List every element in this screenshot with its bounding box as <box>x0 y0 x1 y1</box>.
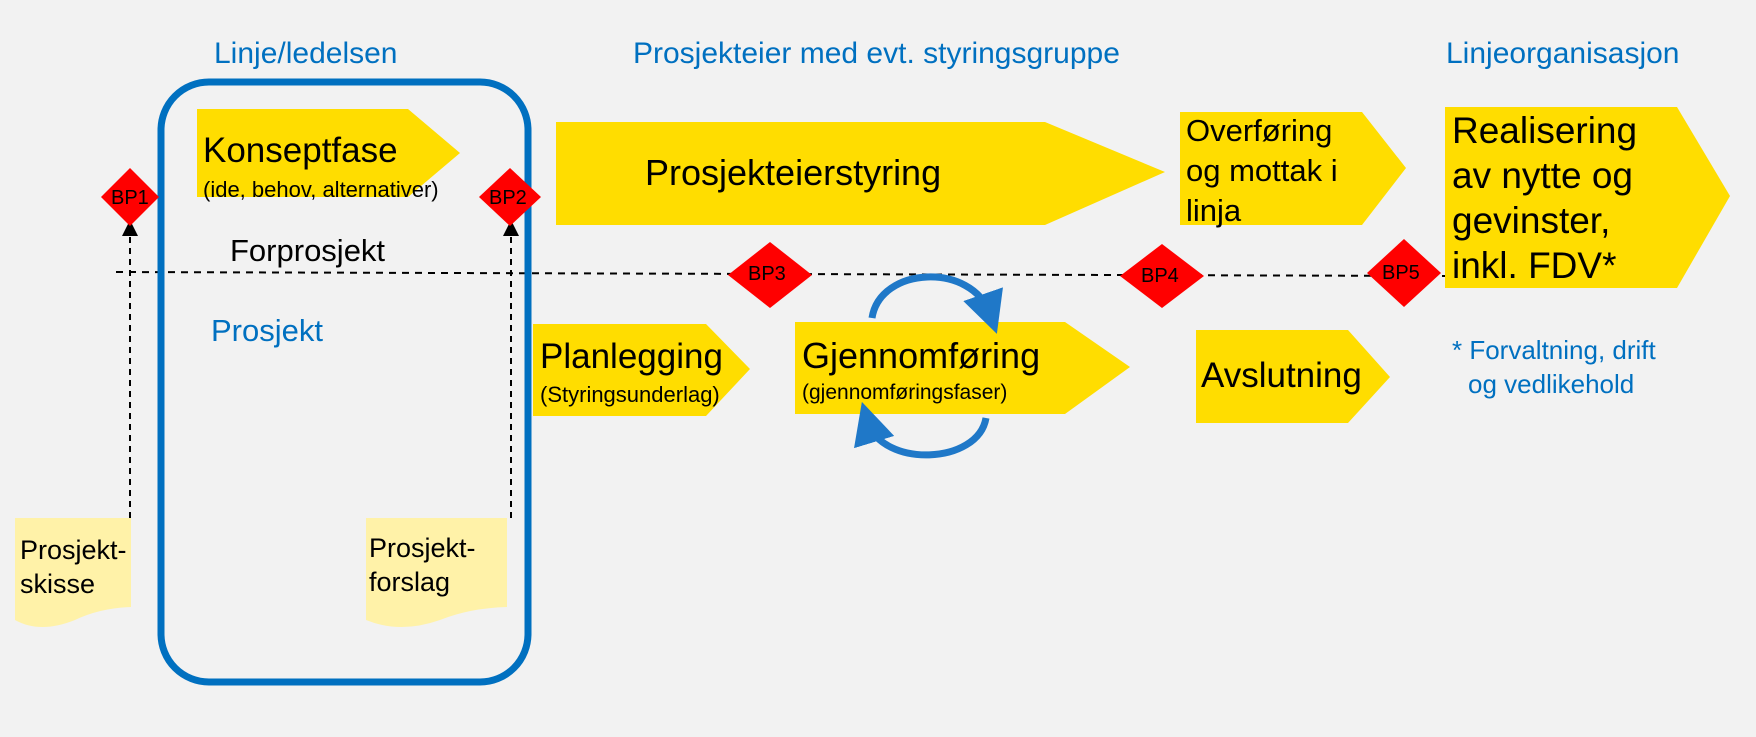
line-management-frame <box>157 78 532 686</box>
konseptfase-arrow <box>197 109 460 197</box>
prosjektforslag-line1: Prosjekt- <box>369 533 476 563</box>
prosjekteierstyring-arrow <box>556 122 1165 225</box>
prosjektforslag-note <box>366 518 507 627</box>
bp3-label: BP3 <box>748 263 786 285</box>
bp2-label: BP2 <box>489 187 527 209</box>
bp5-diamond <box>1367 239 1441 307</box>
bp4-diamond <box>1120 244 1204 308</box>
forprosjekt-label: Forprosjekt <box>230 233 386 268</box>
realisering-line2: av nytte og <box>1452 155 1634 196</box>
header-project-owner: Prosjekteier med evt. styringsgruppe <box>633 37 1120 70</box>
konseptfase-title: Konseptfase <box>203 131 398 170</box>
bp1-diamond <box>101 168 159 226</box>
prosjektforslag-line2: forslag <box>369 567 451 597</box>
realisering-arrow <box>1445 107 1730 288</box>
realisering-line3: gevinster, <box>1452 200 1611 241</box>
prosjektskisse-line1: Prosjekt- <box>20 535 127 565</box>
footnote-line1: * Forvaltning, drift <box>1452 335 1656 365</box>
footnote-line2: og vedlikehold <box>1468 369 1635 399</box>
cycle-arrow-bottom <box>854 401 990 459</box>
header-line-organisation: Linjeorganisasjon <box>1446 37 1680 70</box>
prosjekteierstyring-title: Prosjekteierstyring <box>645 152 942 193</box>
prosjektskisse-note <box>15 518 131 627</box>
overforing-arrow <box>1180 112 1406 225</box>
header-line-management: Linje/ledelsen <box>214 37 398 70</box>
gjennomforing-arrow <box>795 322 1130 414</box>
cycle-arrow-top <box>868 273 1003 334</box>
overforing-line2: og mottak i <box>1186 153 1338 188</box>
gjennomforing-subtitle: (gjennomføringsfaser) <box>802 381 1008 404</box>
prosjektskisse-line2: skisse <box>20 569 96 599</box>
prosjekt-label: Prosjekt <box>211 313 323 348</box>
bp3-diamond <box>728 242 812 308</box>
planlegging-title: Planlegging <box>540 337 723 376</box>
bp4-label: BP4 <box>1141 265 1179 287</box>
bp5-label: BP5 <box>1382 262 1420 284</box>
gjennomforing-title: Gjennomføring <box>802 335 1041 376</box>
bp2-diamond <box>479 168 541 226</box>
realisering-line1: Realisering <box>1452 110 1638 151</box>
realisering-line4: inkl. FDV* <box>1452 245 1617 286</box>
avslutning-title: Avslutning <box>1201 356 1362 395</box>
overforing-line3: linja <box>1186 193 1242 228</box>
planlegging-subtitle: (Styringsunderlag) <box>540 382 720 407</box>
planlegging-arrow <box>533 324 750 416</box>
overforing-line1: Overføring <box>1186 113 1333 148</box>
konseptfase-subtitle: (ide, behov, alternativer) <box>203 177 439 202</box>
bp1-label: BP1 <box>111 187 149 209</box>
avslutning-arrow <box>1196 330 1390 423</box>
